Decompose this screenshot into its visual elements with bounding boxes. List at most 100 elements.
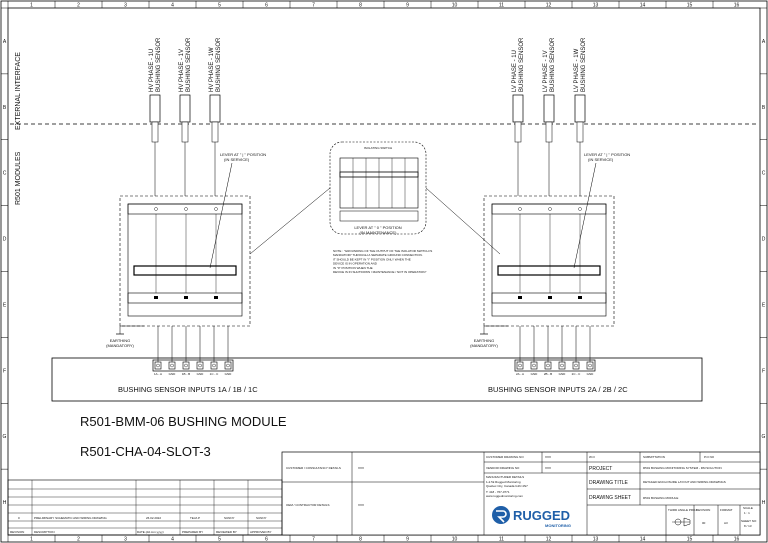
col-number-top: 3 (124, 3, 127, 9)
hv-bushing-sensor-icon (209, 94, 221, 123)
col-number-bottom: 8 (359, 537, 362, 543)
hv-switch-lever-bar (133, 265, 237, 276)
lv-switch-top-rail (491, 203, 607, 215)
title-block: CUSTOMER / CONSULTANCY DETAILS XXX OEM /… (281, 451, 761, 536)
p-o-no-label: P.O NO (704, 455, 715, 459)
col-number-top: 9 (406, 3, 409, 9)
hv-terminal-dot (214, 207, 218, 211)
hv-terminal-block (182, 361, 190, 370)
lv-terminal-block (530, 361, 538, 370)
hv-sensor-label-line2: BUSHING SENSOR (216, 37, 222, 92)
hv-terminal-screw (198, 363, 202, 368)
row-letter-right: F (762, 368, 765, 374)
col-number-bottom: 11 (499, 537, 504, 543)
lv-terminal-screw (574, 363, 578, 368)
submittation-label: SUBMITTATION (643, 455, 665, 459)
sheet-no-value: 8 / 13 (744, 524, 752, 528)
customer-consultancy-value: XXX (358, 466, 364, 470)
hv-terminal-screw (156, 363, 160, 368)
hv-switch-body (127, 203, 243, 317)
lv-terminal-label: 2A - A (516, 372, 524, 376)
revision-value: 00 (702, 521, 706, 525)
col-number-bottom: 1 (30, 537, 33, 543)
lv-pole-contact (548, 296, 552, 299)
row-letter-left: H (3, 500, 7, 506)
col-number-top: 14 (640, 3, 646, 9)
hv-terminal-block (154, 361, 162, 370)
lv-sensor-label-line2: BUSHING SENSOR (550, 37, 556, 92)
isolating-switch-detail: ISOLATING SWITCH LEVER AT " 0 " POSITION… (329, 141, 427, 235)
col-number-top: 16 (734, 3, 740, 9)
oem-contractor-value: XXX (358, 503, 364, 507)
row-letter-left: C (3, 171, 7, 177)
lv-terminal-label: GND (531, 372, 539, 376)
hv-terminal-block (196, 361, 204, 370)
hv-bushing-sensor-icon (179, 94, 191, 123)
lv-terminal-block (516, 361, 524, 370)
row-letter-left: F (3, 368, 6, 374)
hv-lever-arrow (209, 162, 233, 269)
lv-terminal-strip (514, 359, 596, 372)
project-label: PROJECT (589, 466, 612, 472)
oem-contractor-label: OEM / CONTRACTOR DETAILS (286, 503, 330, 507)
col-number-top: 2 (77, 3, 80, 9)
scale-value: 1 : 1 (744, 511, 750, 515)
lv-sensor-label-line2: BUSHING SENSOR (581, 37, 587, 92)
project-value: R501 BUSHING MONITORING SYSTEM - RM SOLU… (643, 466, 722, 470)
col-number-bottom: 6 (265, 537, 268, 543)
lv-terminal-dot (548, 207, 552, 211)
module-box (51, 357, 703, 402)
hv-sensor-connector (151, 121, 159, 143)
row-letter-right: A (762, 39, 766, 45)
hv-sensor-connector (181, 121, 189, 143)
manufacturer-line-0: 1-2.5k Rugged Monitoring (486, 480, 521, 484)
logo-main-text: RUGGED (513, 508, 570, 523)
hv-terminal-label: GND (225, 372, 233, 376)
lv-terminal-screw (560, 363, 564, 368)
col-number-bottom: 15 (687, 537, 693, 543)
w-o-label: W.O (589, 455, 595, 459)
format-label: FORMAT (720, 508, 733, 512)
manufacturer-line-1: Quebec City, Canada G1N 4N7 (486, 484, 528, 488)
lv-earthing-sub: (MANDATORY) (470, 343, 498, 348)
logo-sub-text: MONITORING (545, 523, 571, 528)
note-line: DEVICE IS IN OPERATION AND (333, 262, 378, 266)
row-letter-right: B (762, 105, 766, 111)
lv-terminal-screw (546, 363, 550, 368)
hv-terminal-label: 1C - C (210, 372, 220, 376)
callout-line-right (425, 187, 501, 255)
hv-terminal-dot (184, 207, 188, 211)
lv-switch-body (491, 203, 607, 317)
lv-lever-arrow (573, 162, 597, 269)
col-number-top: 8 (359, 3, 362, 9)
col-number-top: 1 (30, 3, 33, 9)
lv-terminal-screw (588, 363, 592, 368)
hv-earthing-label: EARTHING (110, 338, 131, 343)
third-angle-projection-icon (672, 517, 691, 527)
row-letter-right: G (762, 434, 766, 440)
col-number-top: 13 (593, 3, 599, 9)
module-title: R501-BMM-06 BUSHING MODULE (80, 414, 287, 429)
col-number-bottom: 10 (452, 537, 458, 543)
hv-lever-service-line2: (IN SERVICE) (224, 157, 250, 162)
format-value: A3 (724, 521, 728, 525)
revision-label: REVISION (696, 508, 710, 512)
col-number-bottom: 5 (218, 537, 221, 543)
rev-header-5: APPROVED BY (250, 530, 272, 534)
col-number-top: 15 (687, 3, 693, 9)
note-line: IN "0" POSITION WHEN THE (333, 266, 373, 270)
rev-row-1: PRELIMINARY SCHEMATIC AND WIRING DRAWING (34, 516, 107, 520)
lv-pole-contact (578, 296, 582, 299)
hv-terminal-block (210, 361, 218, 370)
lv-sensor-connector (576, 121, 584, 143)
lv-switch-enclosure (483, 195, 615, 327)
hv-sensor-label-line1: HV PHASE - 1W (209, 47, 215, 92)
lv-terminal-dot (578, 207, 582, 211)
row-letter-right: D (762, 237, 766, 243)
hv-terminal-block (168, 361, 176, 370)
external-interface-label: EXTERNAL INTERFACE (15, 52, 22, 130)
hv-terminal-strip (152, 359, 234, 372)
rev-header-3: PREPARED BY (182, 530, 203, 534)
col-number-bottom: 14 (640, 537, 646, 543)
